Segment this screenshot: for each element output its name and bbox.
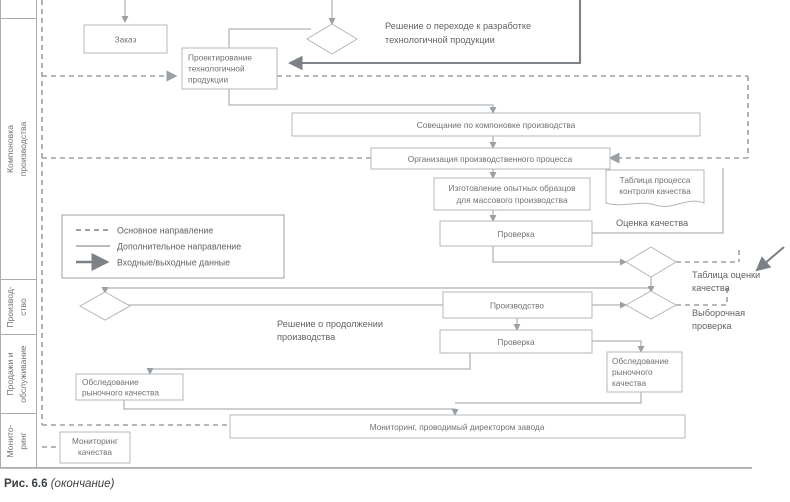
- lane-label-sales: Продажи и обслуживание: [5, 345, 28, 403]
- legend-main-direction-label: Основное направление: [117, 226, 213, 236]
- node-market-survey-left-line2: рыночного качества: [82, 388, 159, 398]
- node-meeting-label: Совещание по компоновке производства: [417, 120, 576, 130]
- annotation-sample-check-line1: Выборочная: [692, 308, 745, 318]
- node-design[interactable]: Проектирование технологичной продукции: [181, 47, 278, 90]
- legend-io-data-label: Входные/выходные данные: [117, 258, 230, 268]
- annotation-continue-decision-line1: Решение о продолжении: [277, 319, 383, 329]
- annotation-quality-table-line1: Таблица оценки: [692, 270, 760, 280]
- node-design-line3: продукции: [188, 75, 229, 85]
- legend: Основное направление Дополнительное напр…: [61, 214, 285, 279]
- legend-item-additional-direction: Дополнительное направление: [76, 242, 241, 252]
- node-order[interactable]: Заказ: [83, 24, 168, 54]
- node-check-1[interactable]: Проверка: [439, 220, 593, 247]
- annotation-transition-decision-line1: Решение о переходе к разработке: [385, 21, 531, 31]
- node-market-survey-right-line1: Обследование: [612, 356, 669, 366]
- node-market-survey-left-line1: Обследование: [82, 377, 139, 387]
- node-check-2[interactable]: Проверка: [439, 329, 593, 354]
- input-output-data-flow: [287, 0, 785, 272]
- annotation-quality-table: Таблица оценки качества: [692, 270, 760, 293]
- lane-label-assembly: Компоновка производства: [5, 122, 28, 177]
- node-quality-monitoring-line2: качества: [78, 447, 112, 457]
- node-market-survey-right-line2: рыночного: [612, 367, 653, 377]
- node-design-line1: Проектирование: [188, 53, 252, 63]
- figure-caption: Рис. 6.6 (окончание): [4, 478, 114, 490]
- annotation-sample-check-line2: проверка: [692, 321, 732, 331]
- node-market-survey-right[interactable]: Обследование рыночного качества: [606, 351, 683, 393]
- annotation-transition-decision: Решение о переходе к разработке технолог…: [385, 21, 531, 45]
- annotation-continue-decision-line2: производства: [277, 332, 336, 342]
- node-quality-monitoring-line1: Мониторинг: [72, 436, 118, 446]
- lane-assembly-line2: производства: [18, 122, 28, 177]
- node-prototypes-line2: для массового производства: [456, 195, 568, 205]
- main-direction-flow: [41, 0, 749, 448]
- decision-continue-production[interactable]: [78, 291, 132, 321]
- node-production-label: Производство: [490, 301, 544, 311]
- node-market-survey-right-line3: качества: [612, 378, 646, 388]
- node-check-2-label: Проверка: [497, 337, 535, 347]
- node-quality-monitoring[interactable]: Мониторинг качества: [59, 431, 131, 464]
- node-qc-process-table-document[interactable]: Таблица процесса контроля качества: [605, 169, 705, 207]
- lane-production-line2: ство: [18, 298, 28, 316]
- annotation-continue-decision: Решение о продолжении производства: [277, 319, 383, 342]
- annotation-quality-table-line2: качества: [692, 283, 731, 293]
- figure-caption-note: (окончание): [50, 478, 115, 490]
- lane-label-monitoring: Монито- ринг: [5, 424, 28, 457]
- node-order-label: Заказ: [115, 35, 137, 45]
- legend-additional-direction-label: Дополнительное направление: [117, 242, 241, 252]
- lane-sales-line1: Продажи и: [5, 352, 15, 395]
- additional-direction-flow: [101, 0, 724, 416]
- node-check-1-label: Проверка: [497, 229, 535, 239]
- legend-item-main-direction: Основное направление: [76, 226, 213, 236]
- node-production[interactable]: Производство: [442, 291, 593, 319]
- lane-column: [0, 0, 752, 468]
- lane-production-line1: Производ-: [5, 286, 15, 328]
- caption-divider: [0, 468, 752, 469]
- node-qc-table-line2: контроля качества: [619, 186, 691, 196]
- node-design-line2: технологичной: [188, 64, 245, 74]
- node-org-process-label: Организация производственного процесса: [408, 154, 573, 164]
- node-prototypes-line1: Изготовление опытных образцов: [448, 183, 576, 193]
- annotation-quality-assessment-label: Оценка качества: [616, 218, 689, 228]
- decision-quality-gate-1[interactable]: [625, 246, 677, 278]
- node-prototypes[interactable]: Изготовление опытных образцов для массов…: [433, 177, 591, 211]
- annotation-transition-decision-line2: технологичной продукции: [385, 35, 495, 45]
- lane-label-production: Производ- ство: [5, 286, 28, 328]
- decision-transition-to-tech-dev[interactable]: [306, 23, 358, 55]
- node-market-survey-left[interactable]: Обследование рыночного качества: [75, 373, 184, 401]
- lane-monitoring-line2: ринг: [18, 432, 28, 449]
- lane-assembly-line1: Компоновка: [5, 125, 15, 173]
- node-meeting[interactable]: Совещание по компоновке производства: [291, 112, 701, 137]
- lane-monitoring-line1: Монито-: [5, 424, 15, 457]
- annotation-sample-check: Выборочная проверка: [692, 308, 745, 331]
- figure-caption-label: Рис. 6.6: [4, 478, 48, 490]
- lane-sales-line2: обслуживание: [18, 345, 28, 403]
- node-director-monitoring[interactable]: Мониторинг, проводимый директором завода: [229, 414, 686, 439]
- node-qc-table-line1: Таблица процесса: [620, 175, 691, 185]
- decision-sample-check[interactable]: [624, 290, 678, 320]
- legend-item-io-data: Входные/выходные данные: [76, 252, 230, 272]
- node-director-monitoring-label: Мониторинг, проводимый директором завода: [370, 422, 545, 432]
- node-org-process[interactable]: Организация производственного процесса: [370, 147, 611, 170]
- annotation-quality-assessment: Оценка качества: [616, 218, 689, 228]
